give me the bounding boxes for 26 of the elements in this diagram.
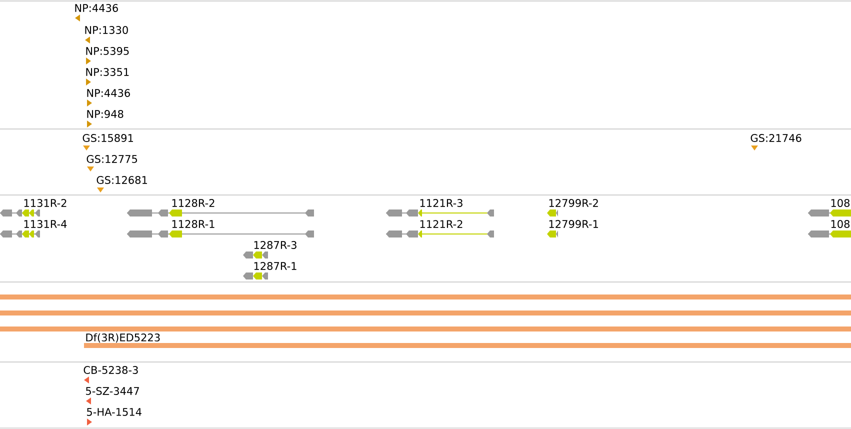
feature-label: NP:5395 — [86, 47, 129, 55]
feature-label: 1287R-3 — [254, 241, 296, 249]
feature-label: 108 — [831, 220, 850, 228]
feature-label: 1287R-1 — [254, 262, 296, 270]
feature-label: NP:1330 — [85, 26, 128, 34]
feature-label: NP:3351 — [86, 68, 129, 76]
feature-label: NP:948 — [87, 110, 124, 118]
feature-label: 1121R-3 — [420, 199, 462, 207]
feature-label: 1131R-2 — [24, 199, 66, 207]
feature-label: NP:4436 — [75, 4, 118, 12]
feature-label: 1128R-1 — [172, 220, 214, 228]
feature-label: 12799R-2 — [549, 199, 598, 207]
feature-label: GS:12681 — [96, 176, 147, 184]
feature-label: GS:15891 — [82, 134, 133, 142]
feature-label: 108 — [831, 199, 850, 207]
feature-label: 5-HA-1514 — [87, 408, 142, 416]
feature-label: 12799R-1 — [549, 220, 598, 228]
feature-label: CB-5238-3 — [84, 366, 138, 374]
feature-label: NP:4436 — [87, 89, 130, 97]
feature-label: GS:21746 — [750, 134, 802, 142]
feature-label: 5-SZ-3447 — [86, 387, 139, 395]
feature-label: Df(3R)ED5223 — [86, 333, 160, 343]
feature-label: 1131R-4 — [24, 220, 67, 228]
feature-label: 1128R-2 — [172, 199, 214, 207]
feature-label: 1121R-2 — [420, 220, 462, 228]
feature-label: GS:12775 — [86, 155, 138, 163]
